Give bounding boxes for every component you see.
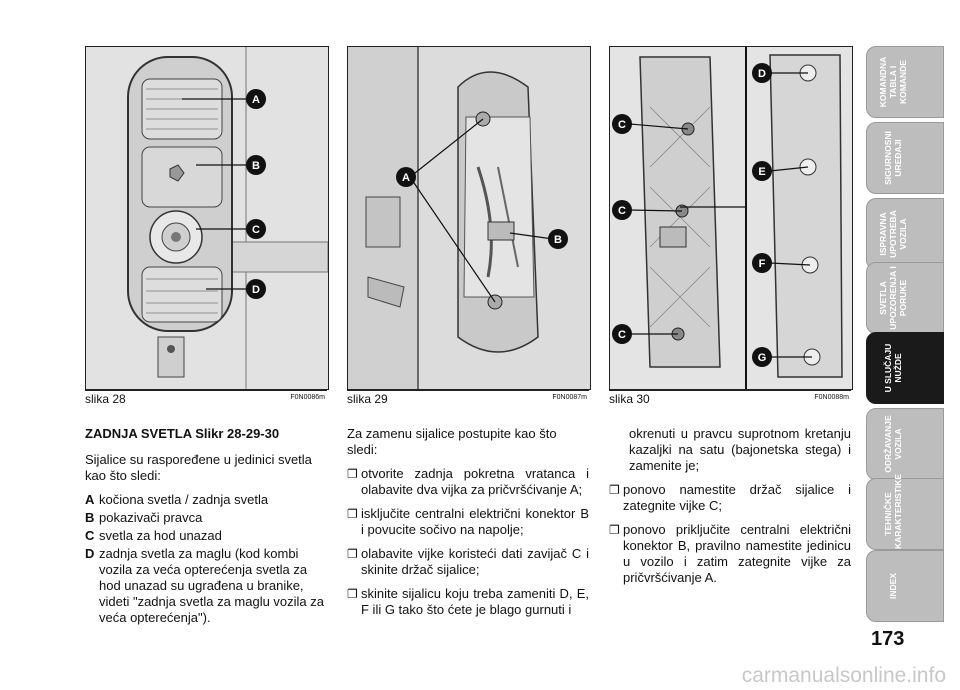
figure-30-callout-c-2: C (612, 200, 632, 220)
tab-index[interactable]: INDEX (866, 550, 944, 622)
svg-text:B: B (554, 234, 562, 246)
step-text: olabavite vijke koristeći dati zavijač C… (361, 546, 589, 577)
legend-text: pokazivači pravca (99, 510, 203, 525)
figure-29-image: A B (347, 46, 591, 390)
figure-30-caption: slika 30 F0N0088m (609, 390, 851, 406)
figure-28-callout-b: B (246, 155, 266, 175)
legend-key: B (85, 510, 95, 525)
tab-tehnicke-karakteristike[interactable]: TEHNIČKE KARAKTERISTIKE (866, 473, 944, 550)
figure-30-callout-f: F (752, 253, 772, 273)
figure-30-callout-d: D (752, 63, 772, 83)
section-heading: ZADNJA SVETLA Slikr 28-29-30 (85, 426, 280, 441)
watermark: carmanualsonline.info (741, 664, 946, 687)
step-5: ❐ponovo namestite držač sijalice i zateg… (609, 482, 851, 514)
figure-29-code: F0N0087m (552, 394, 587, 401)
tab-odrzavanje-vozila[interactable]: ODRŽAVANJE VOZILA (866, 408, 944, 480)
text-column-1: ZADNJA SVETLA Slikr 28-29-30 Sijalice su… (85, 426, 327, 628)
tab-label: INDEX (888, 573, 898, 599)
page-number: 173 (871, 628, 905, 650)
step-text: ponovo namestite držač sijalice i zategn… (623, 482, 851, 513)
tab-label: ODRŽAVANJE VOZILA (883, 415, 903, 473)
step-6: ❐ponovo priključite centralni električni… (609, 522, 851, 586)
text-column-3: okrenuti u pravcu suprotnom kretanju kaz… (609, 426, 851, 594)
svg-text:A: A (402, 172, 410, 184)
text-column-2: Za zamenu sijalice postupite kao što sle… (347, 426, 589, 626)
figure-30-image: C C C D E F G (609, 46, 853, 390)
checkbox-bullet-icon: ❐ (609, 523, 620, 537)
tab-komandna-tabla[interactable]: KOMANDNA TABLA I KOMANDE (866, 46, 944, 118)
figure-29-callout-a: A (396, 167, 416, 187)
tab-sigurnosni-uredjaji[interactable]: SIGURNOSNI UREĐAJI (866, 122, 944, 194)
step-2: ❐isključite centralni električni konekto… (347, 506, 589, 538)
figure-30-callout-c-1: C (612, 114, 632, 134)
step-3: ❐olabavite vijke koristeći dati zavijač … (347, 546, 589, 578)
tab-label: ISPRAVNA UPOTREBA VOZILA (878, 210, 908, 258)
figure-30-callout-g: G (752, 347, 772, 367)
svg-text:C: C (252, 224, 260, 236)
checkbox-bullet-icon: ❐ (347, 467, 358, 481)
tab-label: SVETLA UPOZORENJA I PORUKE (878, 266, 908, 330)
checkbox-bullet-icon: ❐ (347, 507, 358, 521)
figure-30-code: F0N0088m (814, 394, 849, 401)
procedure-intro: Za zamenu sijalice postupite kao što sle… (347, 426, 557, 457)
svg-text:C: C (618, 119, 626, 131)
svg-text:A: A (252, 94, 260, 106)
checkbox-bullet-icon: ❐ (347, 547, 358, 561)
svg-text:F: F (759, 258, 766, 270)
checkbox-bullet-icon: ❐ (609, 483, 620, 497)
svg-text:G: G (758, 352, 767, 364)
step-4-continuation: okrenuti u pravcu suprotnom kretanju kaz… (629, 426, 851, 473)
legend-key: C (85, 528, 95, 543)
legend-key: A (85, 492, 95, 507)
intro-paragraph: Sijalice su raspoređene u jedinici svetl… (85, 452, 312, 483)
step-text: skinite sijalicu koju treba zameniti D, … (361, 586, 589, 617)
figure-30-label: slika 30 (609, 392, 650, 406)
tab-u-slucaju-nuzde[interactable]: U SLUČAJU NUŽDE (866, 332, 944, 404)
figure-28-callout-a: A (246, 89, 266, 109)
tab-label: SIGURNOSNI UREĐAJI (883, 131, 903, 185)
legend-text: zadnja svetla za maglu (kod kombi vozila… (99, 546, 325, 625)
step-text: otvorite zadnja pokretna vratanca i olab… (361, 466, 589, 497)
figure-28-callout-d: D (246, 279, 266, 299)
figure-29-callout-b: B (548, 229, 568, 249)
svg-text:C: C (618, 329, 626, 341)
tab-label: U SLUČAJU NUŽDE (883, 343, 903, 393)
tab-svetla-upozorenja[interactable]: SVETLA UPOZORENJA I PORUKE (866, 262, 944, 334)
figure-29-label: slika 29 (347, 392, 388, 406)
step-4: ❐skinite sijalicu koju treba zameniti D,… (347, 586, 589, 618)
figure-30-callout-e: E (752, 161, 772, 181)
tab-label: KOMANDNA TABLA I KOMANDE (878, 56, 908, 108)
figure-28-callout-c: C (246, 219, 266, 239)
legend-text: svetla za hod unazad (99, 528, 222, 543)
figure-30-callout-c-3: C (612, 324, 632, 344)
legend-key: D (85, 546, 95, 561)
figure-28-caption: slika 28 F0N0086m (85, 390, 327, 406)
figure-29-caption: slika 29 F0N0087m (347, 390, 589, 406)
figure-28-code: F0N0086m (290, 394, 325, 401)
figure-28-image: A B C D (85, 46, 329, 390)
tab-ispravna-upotreba[interactable]: ISPRAVNA UPOTREBA VOZILA (866, 198, 944, 270)
svg-text:D: D (758, 68, 766, 80)
tab-label: TEHNIČKE KARAKTERISTIKE (883, 473, 903, 549)
step-text: ponovo priključite centralni električni … (623, 522, 851, 585)
svg-text:E: E (758, 166, 765, 178)
svg-text:C: C (618, 205, 626, 217)
legend-text: kočiona svetla / zadnja svetla (99, 492, 269, 507)
svg-text:D: D (252, 284, 260, 296)
figure-28-label: slika 28 (85, 392, 126, 406)
step-text: isključite centralni električni konektor… (361, 506, 589, 537)
step-1: ❐otvorite zadnja pokretna vratanca i ola… (347, 466, 589, 498)
checkbox-bullet-icon: ❐ (347, 587, 358, 601)
svg-text:B: B (252, 160, 260, 172)
